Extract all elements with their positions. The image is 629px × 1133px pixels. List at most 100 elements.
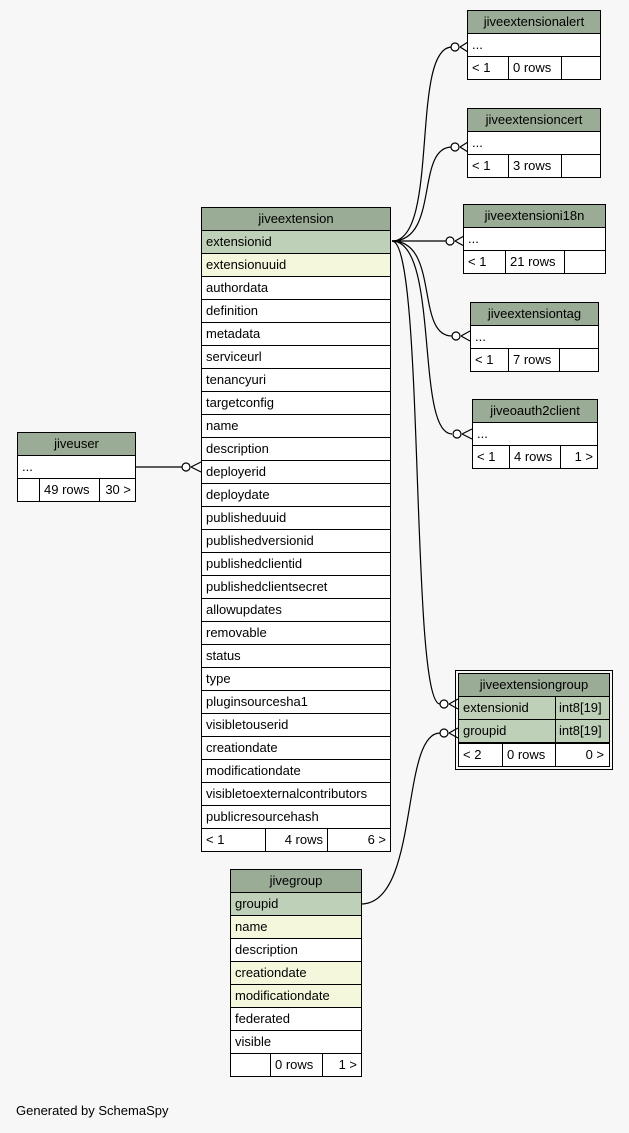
edge-marker — [450, 142, 460, 152]
column-name: publishedclientsecret — [206, 579, 328, 594]
table-row: definition — [202, 300, 390, 323]
table-row: groupid — [231, 893, 361, 916]
column-name: publicresourcehash — [206, 809, 319, 824]
table-footer: < 1 7 rows — [471, 349, 598, 371]
column-name: extensionuuid — [206, 257, 287, 272]
table-footer: < 1 4 rows 1 > — [473, 446, 597, 468]
table-row: serviceurl — [202, 346, 390, 369]
column-name: extensionid — [206, 234, 272, 249]
edge-crowfoot — [448, 727, 459, 739]
column-name: visibletoexternalcontributors — [206, 786, 368, 801]
edge-extension-tag — [391, 240, 453, 337]
column-name: description — [235, 942, 298, 957]
table-row: pluginsourcesha1 — [202, 691, 390, 714]
table-row: ... — [468, 132, 600, 155]
generated-by-text: Generated by SchemaSpy — [16, 1103, 169, 1118]
edge-crowfoot — [448, 698, 459, 710]
table-title[interactable]: jiveoauth2client — [473, 400, 597, 423]
table-row: ... — [18, 456, 135, 479]
table-row: ... — [464, 228, 605, 251]
column-name: authordata — [206, 280, 269, 295]
table-row: publisheduuid — [202, 507, 390, 530]
edge-marker — [451, 331, 461, 341]
table-row: publishedclientid — [202, 553, 390, 576]
table-footer: < 1 3 rows — [468, 155, 600, 177]
table-row: creationdate — [231, 962, 361, 985]
table-jiveextensionalert[interactable]: jiveextensionalert ... < 1 0 rows — [467, 10, 601, 80]
column-name: type — [206, 671, 231, 686]
edge-crowfoot — [460, 330, 471, 342]
table-row: authordata — [202, 277, 390, 300]
table-row: name — [231, 916, 361, 939]
edge-marker — [452, 429, 462, 439]
table-row: modificationdate — [202, 760, 390, 783]
edge-marker — [450, 42, 460, 52]
column-name: pluginsourcesha1 — [206, 694, 308, 709]
edge-extension-group — [391, 240, 441, 705]
table-row: extensionid — [202, 231, 390, 254]
table-title[interactable]: jiveextensioncert — [468, 109, 600, 132]
table-row: groupid int8[19] — [459, 720, 609, 743]
table-row: ... — [468, 34, 600, 57]
table-row: publicresourcehash — [202, 806, 390, 828]
edge-extension-alert — [391, 46, 453, 242]
table-row: description — [231, 939, 361, 962]
column-name: creationdate — [206, 740, 278, 755]
table-jiveextensioncert[interactable]: jiveextensioncert ... < 1 3 rows — [467, 108, 601, 178]
column-name: metadata — [206, 326, 261, 341]
column-name: deployerid — [206, 464, 266, 479]
table-row: name — [202, 415, 390, 438]
table-row: description — [202, 438, 390, 461]
table-footer: 0 rows 1 > — [231, 1053, 361, 1076]
column-name: publisheduuid — [206, 510, 287, 525]
table-row: deploydate — [202, 484, 390, 507]
column-name: visibletouserid — [206, 717, 289, 732]
edge-extension-oauth — [391, 240, 453, 435]
table-jiveuser[interactable]: jiveuser ... 49 rows 30 > — [17, 432, 136, 502]
column-name: definition — [206, 303, 259, 318]
table-footer: < 1 0 rows — [468, 57, 600, 79]
table-title[interactable]: jiveuser — [18, 433, 135, 456]
table-title[interactable]: jiveextensionalert — [468, 11, 600, 34]
column-name: publishedversionid — [206, 533, 314, 548]
table-footer: < 2 0 rows 0 > — [459, 743, 609, 766]
table-jiveextension[interactable]: jiveextension extensionid extensionuuid au… — [201, 207, 391, 852]
table-row: tenancyuri — [202, 369, 390, 392]
table-row: visibletoexternalcontributors — [202, 783, 390, 806]
column-name: visible — [235, 1034, 272, 1049]
table-title[interactable]: jiveextensiontag — [471, 303, 598, 326]
table-row: visibletouserid — [202, 714, 390, 737]
table-row: publishedclientsecret — [202, 576, 390, 599]
column-name: federated — [235, 1011, 290, 1026]
column-name: modificationdate — [235, 988, 330, 1003]
column-name: tenancyuri — [206, 372, 266, 387]
edge-crowfoot — [190, 461, 202, 473]
column-name: name — [206, 418, 239, 433]
table-title[interactable]: jiveextensioni18n — [464, 205, 605, 228]
table-row: publishedversionid — [202, 530, 390, 553]
edge-crowfoot — [461, 428, 473, 440]
column-name: name — [235, 919, 268, 934]
column-name: deploydate — [206, 487, 270, 502]
column-name: publishedclientid — [206, 556, 303, 571]
table-title[interactable]: jiveextensiongroup — [459, 674, 609, 697]
table-title[interactable]: jiveextension — [202, 208, 390, 231]
table-jiveextensiontag[interactable]: jiveextensiontag ... < 1 7 rows — [470, 302, 599, 372]
table-row: extensionuuid — [202, 254, 390, 277]
column-name: allowupdates — [206, 602, 282, 617]
table-row: targetconfig — [202, 392, 390, 415]
table-jiveoauth2client[interactable]: jiveoauth2client ... < 1 4 rows 1 > — [472, 399, 598, 469]
column-name: description — [206, 441, 269, 456]
column-name: modificationdate — [206, 763, 301, 778]
table-row: type — [202, 668, 390, 691]
edge-marker — [439, 728, 449, 738]
edge-marker — [445, 236, 455, 246]
table-jivegroup[interactable]: jivegroup groupid name description creation… — [230, 869, 362, 1077]
table-jiveextensiongroup[interactable]: jiveextensiongroup extensionid int8[19] … — [455, 670, 613, 770]
table-footer: 49 rows 30 > — [18, 479, 135, 501]
table-title[interactable]: jivegroup — [231, 870, 361, 893]
table-row: visible — [231, 1031, 361, 1053]
table-jiveextensioni18n[interactable]: jiveextensioni18n ... < 1 21 rows — [463, 204, 606, 274]
table-row: ... — [471, 326, 598, 349]
